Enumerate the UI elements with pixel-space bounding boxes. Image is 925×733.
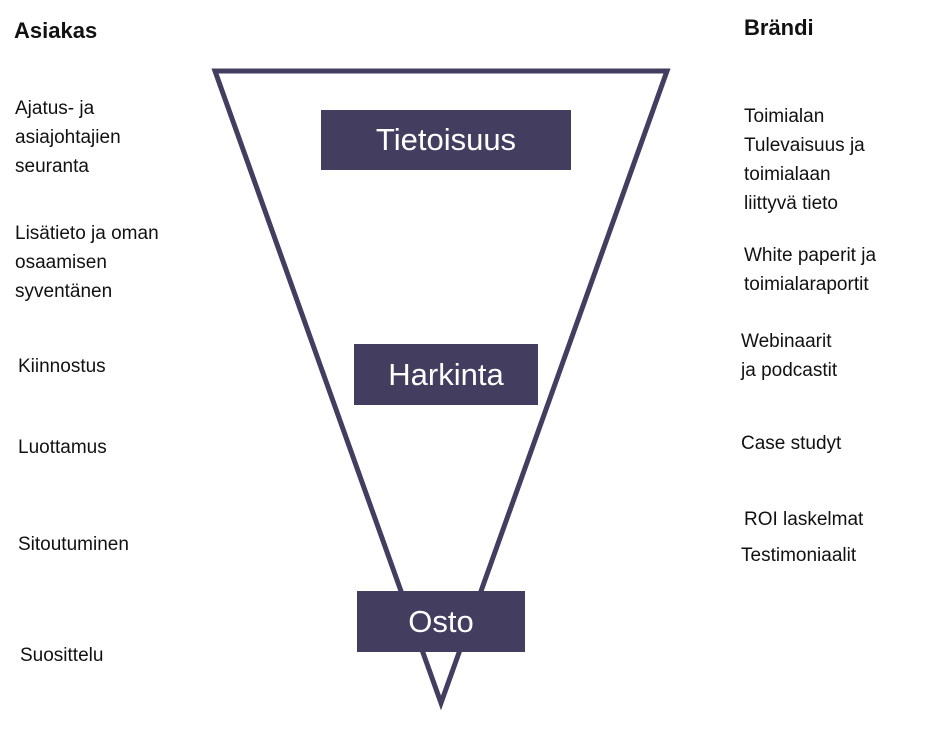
stage-purchase: Osto (357, 591, 525, 652)
brand-item-testimonials: Testimoniaalit (741, 545, 857, 566)
stage-consideration: Harkinta (354, 344, 538, 405)
brand-item-webinars: Webinaarit ja podcastit (741, 331, 838, 381)
customer-heading: Asiakas (14, 18, 98, 43)
brand-item-industry-info: Toimialan Tulevaisuus ja toimialaan liit… (744, 106, 865, 214)
stage-awareness: Tietoisuus (321, 110, 571, 170)
brand-item-roi: ROI laskelmat (744, 509, 864, 530)
customer-item-following: Ajatus- ja asiajohtajien seuranta (15, 98, 121, 177)
brand-item-whitepapers: White paperit ja toimialaraportit (744, 245, 877, 295)
customer-item-trust: Luottamus (18, 437, 107, 458)
customer-item-interest: Kiinnostus (18, 356, 106, 377)
brand-heading: Brändi (744, 15, 814, 40)
customer-item-commitment: Sitoutuminen (18, 534, 129, 555)
customer-item-recommendation: Suosittelu (20, 645, 104, 666)
brand-item-case-studies: Case studyt (741, 433, 842, 454)
customer-item-deepening: Lisätieto ja oman osaamisen syventänen (15, 223, 159, 302)
